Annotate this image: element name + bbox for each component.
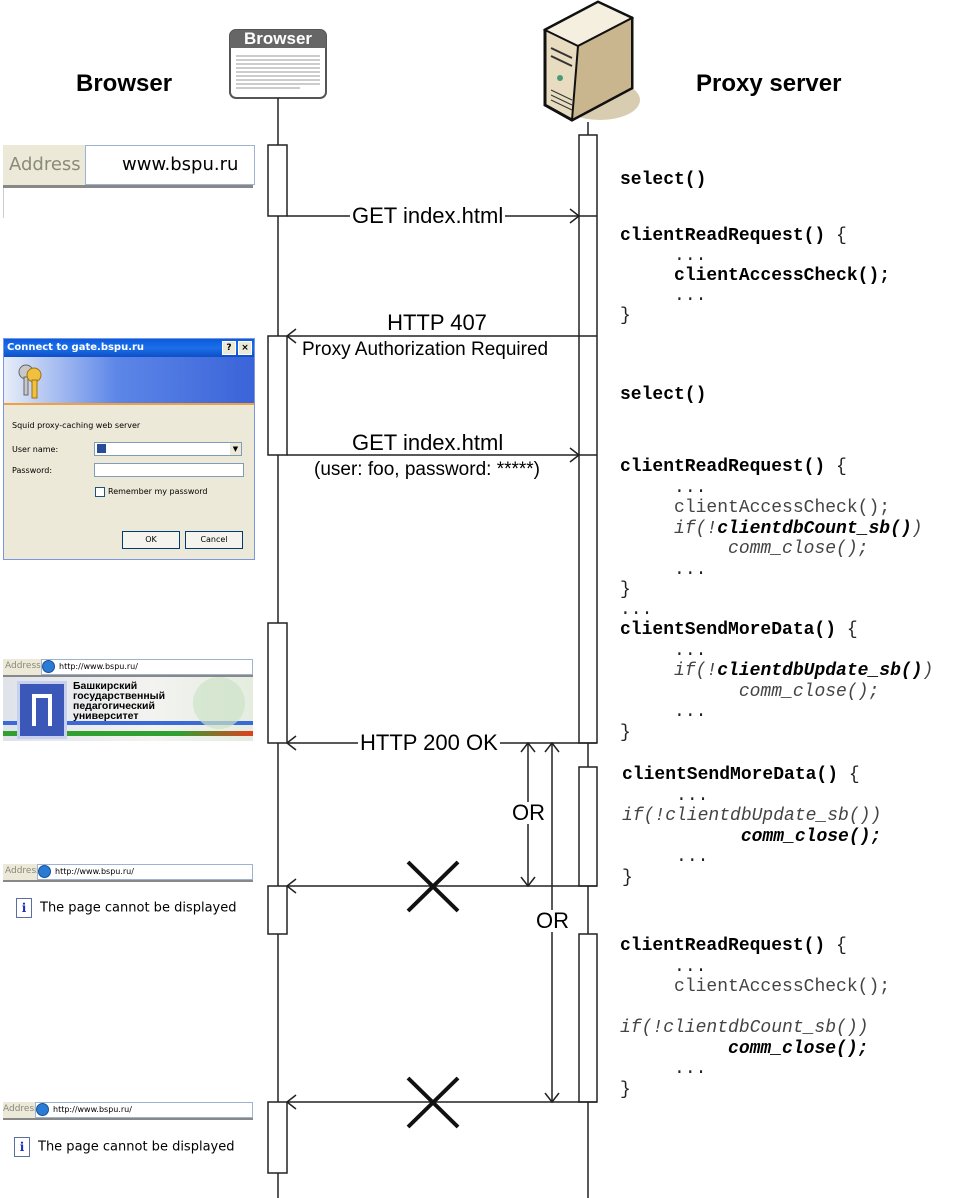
address-label: Address bbox=[5, 866, 41, 876]
or-label: OR bbox=[510, 800, 547, 825]
browser-activation bbox=[267, 1101, 288, 1174]
user-icon bbox=[97, 444, 106, 453]
ie-icon bbox=[42, 660, 55, 673]
chevron-down-icon[interactable]: ▼ bbox=[230, 443, 241, 455]
server-activation bbox=[578, 766, 598, 887]
logo-stripe bbox=[3, 731, 253, 736]
password-field[interactable] bbox=[94, 463, 244, 477]
code-ellipsis: ... bbox=[620, 600, 653, 620]
code-select: select() bbox=[620, 170, 707, 190]
code-block-read-request-alt: clientReadRequest() { ... clientAccessCh… bbox=[620, 936, 891, 1100]
username-label: User name: bbox=[12, 445, 59, 454]
dialog-banner bbox=[4, 357, 254, 405]
address-bar: Address http://www.bspu.ru/ bbox=[3, 659, 253, 677]
address-input[interactable]: http://www.bspu.ru/ bbox=[37, 864, 253, 880]
logo-stripe bbox=[3, 721, 253, 725]
address-bar: Address http://www.bspu.ru/ bbox=[3, 864, 253, 882]
browser-activation bbox=[267, 885, 288, 935]
http407-label: HTTP 407 bbox=[380, 312, 494, 334]
code-block-send-more-data: clientSendMoreData() { ... if(!clientdbU… bbox=[620, 620, 934, 743]
http200-label: HTTP 200 OK bbox=[358, 730, 500, 755]
browser-heading: Browser bbox=[76, 70, 173, 97]
address-label: Address bbox=[3, 1104, 39, 1114]
ie-icon bbox=[36, 1103, 49, 1116]
connection-closed-icon bbox=[406, 1076, 460, 1129]
logo-emblem bbox=[17, 681, 67, 739]
address-label: Address bbox=[5, 661, 41, 671]
auth-dialog: Connect to gate.bspu.ru ? × Squid proxy-… bbox=[3, 338, 255, 560]
remember-checkbox[interactable] bbox=[95, 487, 105, 497]
logo-text: Башкирский государственный педагогически… bbox=[73, 680, 166, 722]
username-field[interactable]: ▼ bbox=[94, 442, 242, 456]
code-block-read-request-count: clientReadRequest() { ... clientAccessCh… bbox=[620, 457, 923, 600]
code-block-read-request: clientReadRequest() { ... clientAccessCh… bbox=[620, 226, 891, 326]
logo-ornament bbox=[193, 677, 245, 729]
or-label: OR bbox=[534, 908, 571, 933]
info-icon: i bbox=[14, 1137, 30, 1157]
remember-label: Remember my password bbox=[108, 487, 208, 496]
browser-note-title: Browser bbox=[243, 29, 313, 48]
get-auth-credentials: (user: foo, password: *****) bbox=[312, 459, 542, 480]
cancel-button[interactable]: Cancel bbox=[185, 531, 243, 549]
browser-note-icon bbox=[229, 29, 327, 99]
realm-text: Squid proxy-caching web server bbox=[12, 421, 141, 430]
address-input[interactable]: http://www.bspu.ru/ bbox=[41, 659, 253, 675]
server-activation bbox=[578, 134, 598, 744]
ok-button[interactable]: OK bbox=[122, 531, 180, 549]
university-logo: Башкирский государственный педагогически… bbox=[3, 677, 253, 741]
address-bar: Address www.bspu.ru bbox=[3, 145, 255, 188]
connection-closed-icon bbox=[406, 860, 460, 913]
get-label: GET index.html bbox=[350, 203, 506, 228]
help-button[interactable]: ? bbox=[222, 341, 236, 355]
code-block-send-more-data-alt: clientSendMoreData() { ... if(!clientdbU… bbox=[622, 765, 882, 888]
http407-reason: Proxy Authorization Required bbox=[300, 339, 551, 360]
server-heading: Proxy server bbox=[696, 70, 842, 97]
server-icon bbox=[542, 0, 640, 122]
get-auth-label: GET index.html bbox=[350, 430, 506, 455]
browser-activation bbox=[267, 335, 288, 456]
ie-icon bbox=[38, 865, 51, 878]
keys-icon bbox=[18, 364, 42, 399]
dialog-title: Connect to gate.bspu.ru bbox=[7, 342, 145, 353]
info-icon: i bbox=[16, 898, 32, 918]
browser-activation bbox=[267, 144, 288, 217]
address-input[interactable]: www.bspu.ru bbox=[85, 145, 255, 185]
address-label: Address bbox=[9, 154, 81, 175]
password-label: Password: bbox=[12, 466, 53, 475]
server-activation bbox=[578, 933, 598, 1103]
browser-activation bbox=[267, 622, 288, 744]
address-input[interactable]: http://www.bspu.ru/ bbox=[35, 1102, 253, 1118]
close-button[interactable]: × bbox=[238, 341, 252, 355]
dialog-titlebar: Connect to gate.bspu.ru ? × bbox=[4, 339, 254, 357]
code-select: select() bbox=[620, 385, 707, 405]
browser-frame-edge bbox=[3, 188, 4, 218]
address-bar: Address http://www.bspu.ru/ bbox=[3, 1102, 253, 1120]
